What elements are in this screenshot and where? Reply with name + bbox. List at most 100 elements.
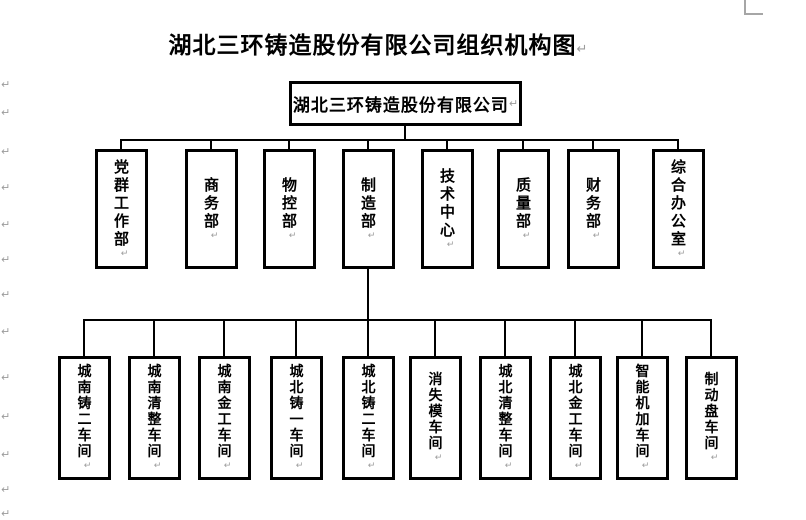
paragraph-mark-icon: ↵ — [367, 231, 376, 241]
paragraph-mark-icon: ↵ — [1, 218, 11, 231]
paragraph-mark-icon: ↵ — [1, 410, 11, 423]
org-box-label-char: 间 — [77, 445, 92, 460]
org-box-label-char: 车 — [498, 429, 513, 444]
org-box-label-char: 整 — [498, 413, 513, 428]
paragraph-mark-icon: ↵ — [677, 249, 686, 259]
org-box-label-char: 城 — [361, 365, 376, 380]
dept-box[interactable]: 物控部↵ — [263, 149, 316, 269]
org-box-label-char: 工 — [568, 413, 583, 428]
org-box-label-char: 物 — [281, 178, 297, 194]
org-box-label-char: 南 — [77, 381, 92, 396]
org-root-box[interactable]: 湖北三环铸造股份有限公司↵ — [289, 81, 522, 126]
connector-line — [592, 139, 594, 150]
workshop-box[interactable]: 城北铸二车间↵ — [342, 356, 395, 480]
dept-box[interactable]: 党群工作部↵ — [95, 149, 148, 269]
workshop-box[interactable]: 城北铸一车间↵ — [270, 356, 323, 480]
paragraph-mark-icon: ↵ — [153, 461, 162, 471]
page-title: 湖北三环铸造股份有限公司组织机构图 — [168, 33, 577, 58]
workshop-box[interactable]: 城南金工车间↵ — [198, 356, 251, 480]
org-box-label-char: 务 — [203, 196, 219, 212]
connector-line — [522, 139, 524, 150]
connector-line — [367, 139, 369, 150]
org-box-label-char: 工 — [217, 413, 232, 428]
connector-line — [210, 139, 212, 150]
org-box-label-char: 铸 — [289, 397, 304, 412]
org-box-label-char: 间 — [498, 445, 513, 460]
org-box-label-char: 智 — [635, 365, 650, 380]
workshop-box[interactable]: 城北清整车间↵ — [479, 356, 532, 480]
org-box-label-char: 北 — [289, 381, 304, 396]
org-box-label-char: 动 — [704, 389, 719, 404]
paragraph-mark-icon: ↵ — [1, 106, 11, 119]
org-box-label-char: 铸 — [361, 397, 376, 412]
paragraph-mark-icon: ↵ — [1, 448, 11, 461]
paragraph-mark-icon: ↵ — [223, 461, 232, 471]
workshop-box[interactable]: 城南清整车间↵ — [128, 356, 181, 480]
org-box-label-char: 部 — [515, 214, 531, 230]
org-box-label-char: 质 — [515, 178, 531, 194]
connector-line — [367, 267, 369, 358]
paragraph-mark-icon: ↵ — [576, 42, 588, 57]
org-box-label-char: 制 — [704, 373, 719, 388]
org-box-label-char: 车 — [428, 421, 443, 436]
org-box-label-char: 车 — [635, 429, 650, 444]
org-box-label-char: 车 — [704, 421, 719, 436]
org-box-label-char: 量 — [515, 196, 531, 212]
workshop-box[interactable]: 智能机加车间↵ — [616, 356, 669, 480]
org-root-label: 湖北三环铸造股份有限公司 — [292, 96, 509, 115]
org-box-label-char: 车 — [77, 429, 92, 444]
dept-box[interactable]: 综合办公室↵ — [652, 149, 705, 269]
org-box-label-char: 间 — [428, 437, 443, 452]
paragraph-mark-icon: ↵ — [574, 461, 583, 471]
org-box-label-char: 二 — [361, 413, 376, 428]
org-box-label-char: 间 — [568, 445, 583, 460]
paragraph-mark-icon: ↵ — [592, 231, 601, 241]
workshop-box[interactable]: 城北金工车间↵ — [549, 356, 602, 480]
org-box-label-char: 模 — [428, 405, 443, 420]
org-box-label-char: 金 — [568, 397, 583, 412]
org-box-label-char: 车 — [361, 429, 376, 444]
dept-box[interactable]: 制造部↵ — [342, 149, 395, 269]
org-box-label-char: 失 — [428, 389, 443, 404]
paragraph-mark-icon: ↵ — [1, 181, 11, 194]
org-box-label-char: 北 — [498, 381, 513, 396]
org-box-label-char: 一 — [289, 413, 304, 428]
paragraph-mark-icon: ↵ — [295, 461, 304, 471]
dept-box[interactable]: 质量部↵ — [497, 149, 550, 269]
org-box-label-char: 车 — [289, 429, 304, 444]
connector-line — [153, 319, 155, 357]
paragraph-mark-icon: ↵ — [210, 231, 219, 241]
org-box-label-char: 城 — [289, 365, 304, 380]
dept-box[interactable]: 技术中心↵ — [421, 149, 474, 269]
workshop-box[interactable]: 制动盘车间↵ — [685, 356, 738, 480]
org-box-label-char: 整 — [147, 413, 162, 428]
org-box-label-char: 间 — [217, 445, 232, 460]
connector-line — [710, 319, 712, 357]
org-box-label-char: 党 — [113, 160, 129, 176]
org-box-label-char: 二 — [77, 413, 92, 428]
paragraph-mark-icon: ↵ — [1, 325, 11, 338]
paragraph-mark-icon: ↵ — [1, 145, 11, 158]
connector-line — [446, 139, 448, 150]
org-box-label-char: 部 — [360, 214, 376, 230]
connector-line — [288, 139, 290, 150]
connector-line — [295, 319, 297, 357]
paragraph-mark-icon: ↵ — [710, 453, 719, 463]
org-box-label-char: 工 — [113, 196, 129, 212]
paragraph-mark-icon: ↵ — [508, 97, 519, 110]
org-box-label-char: 北 — [361, 381, 376, 396]
org-box-label-char: 合 — [670, 178, 686, 194]
org-box-label-char: 财 — [585, 178, 601, 194]
paragraph-mark-icon: ↵ — [83, 461, 92, 471]
dept-box[interactable]: 商务部↵ — [185, 149, 238, 269]
org-box-label-char: 城 — [217, 365, 232, 380]
org-box-label-char: 城 — [498, 365, 513, 380]
workshop-box[interactable]: 消失模车间↵ — [409, 356, 462, 480]
dept-box[interactable]: 财务部↵ — [567, 149, 620, 269]
connector-line — [677, 139, 679, 150]
org-box-label-char: 心 — [439, 223, 455, 239]
workshop-box[interactable]: 城南铸二车间↵ — [58, 356, 111, 480]
connector-line — [641, 319, 643, 357]
connector-line — [120, 139, 122, 150]
org-box-label-char: 消 — [428, 373, 443, 388]
